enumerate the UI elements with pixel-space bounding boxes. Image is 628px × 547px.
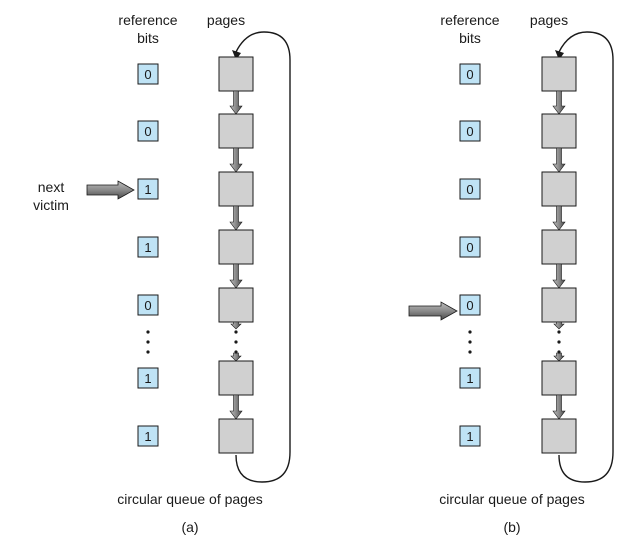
reference-header-line1: reference xyxy=(118,12,177,28)
page-frame xyxy=(541,360,577,396)
reference-bit: 1 xyxy=(137,367,159,389)
page-frame xyxy=(541,171,577,207)
next-page-arrow xyxy=(229,263,243,289)
pointer-label-line2: victim xyxy=(33,197,69,213)
sublabel: (b) xyxy=(503,519,520,535)
reference-bit: 1 xyxy=(459,425,481,447)
reference-bit: 1 xyxy=(459,367,481,389)
reference-bit-value: 0 xyxy=(466,240,473,255)
reference-bit-value: 0 xyxy=(144,124,151,139)
next-page-arrow xyxy=(552,263,566,289)
reference-bit: 1 xyxy=(137,178,159,200)
reference-bit-value: 0 xyxy=(466,182,473,197)
page-frame xyxy=(541,418,577,454)
caption: circular queue of pages xyxy=(439,491,585,507)
bits-ellipsis xyxy=(146,330,150,354)
page-frame xyxy=(218,229,254,265)
reference-bits-column: 0 0 1 1 0 1 1 xyxy=(137,63,159,447)
reference-bit: 0 xyxy=(459,120,481,142)
page-frame xyxy=(218,360,254,396)
page-frame xyxy=(541,229,577,265)
page-frame xyxy=(218,418,254,454)
reference-bit: 0 xyxy=(137,63,159,85)
reference-bit-value: 0 xyxy=(466,124,473,139)
pages-column xyxy=(541,56,577,454)
next-page-arrow xyxy=(552,90,566,115)
pointer-arrow xyxy=(408,301,458,321)
page-frame xyxy=(218,113,254,149)
pages-header: pages xyxy=(530,12,568,28)
reference-bit: 0 xyxy=(137,120,159,142)
circular-loop xyxy=(235,31,291,483)
next-page-arrow xyxy=(229,147,243,173)
next-page-arrow xyxy=(230,352,242,362)
page-frame xyxy=(541,56,577,92)
bits-ellipsis xyxy=(468,330,472,354)
next-page-arrow xyxy=(552,394,566,420)
caption: circular queue of pages xyxy=(117,491,263,507)
reference-bit-value: 0 xyxy=(466,67,473,82)
reference-header-line2: bits xyxy=(459,30,481,46)
page-frame xyxy=(218,287,254,323)
page-frame xyxy=(541,287,577,323)
loop-arrowhead xyxy=(232,50,241,60)
reference-header-line1: reference xyxy=(440,12,499,28)
panel-a: reference bits pages 0 0 1 1 0 1 1 next victim… xyxy=(33,12,291,535)
next-page-arrow xyxy=(552,205,566,231)
pages-ellipsis xyxy=(557,330,561,354)
circular-loop xyxy=(558,31,614,483)
reference-bits-column: 0 0 0 0 0 1 1 xyxy=(459,63,481,447)
reference-bit-value: 1 xyxy=(466,371,473,386)
panel-b: reference bits pages 0 0 0 0 0 1 1 circular qu… xyxy=(408,12,614,535)
pages-header: pages xyxy=(207,12,245,28)
page-frame xyxy=(218,171,254,207)
sublabel: (a) xyxy=(181,519,198,535)
reference-bit: 0 xyxy=(459,178,481,200)
reference-bit-value: 0 xyxy=(144,67,151,82)
pointer-arrow xyxy=(86,180,135,200)
page-frame xyxy=(541,113,577,149)
reference-bit-value: 0 xyxy=(144,298,151,313)
pages-column xyxy=(218,56,254,454)
next-page-arrow xyxy=(229,90,243,115)
reference-header-line2: bits xyxy=(137,30,159,46)
next-page-arrow xyxy=(230,321,242,330)
reference-bit: 0 xyxy=(137,294,159,316)
reference-bit-value: 1 xyxy=(144,240,151,255)
page-frame xyxy=(218,56,254,92)
pointer-label-line1: next xyxy=(38,179,65,195)
pages-ellipsis xyxy=(234,330,238,354)
reference-bit-value: 0 xyxy=(466,298,473,313)
next-page-arrow xyxy=(553,352,565,362)
next-page-arrow xyxy=(229,394,243,420)
reference-bit: 0 xyxy=(459,63,481,85)
next-page-arrow xyxy=(552,147,566,173)
reference-bit: 1 xyxy=(137,236,159,258)
reference-bit-value: 1 xyxy=(466,429,473,444)
reference-bit-value: 1 xyxy=(144,182,151,197)
next-page-arrow xyxy=(553,321,565,330)
loop-arrowhead xyxy=(555,50,564,60)
next-page-arrow xyxy=(229,205,243,231)
reference-bit: 0 xyxy=(459,236,481,258)
reference-bit-value: 1 xyxy=(144,371,151,386)
reference-bit: 1 xyxy=(137,425,159,447)
reference-bit-value: 1 xyxy=(144,429,151,444)
reference-bit: 0 xyxy=(459,294,481,316)
